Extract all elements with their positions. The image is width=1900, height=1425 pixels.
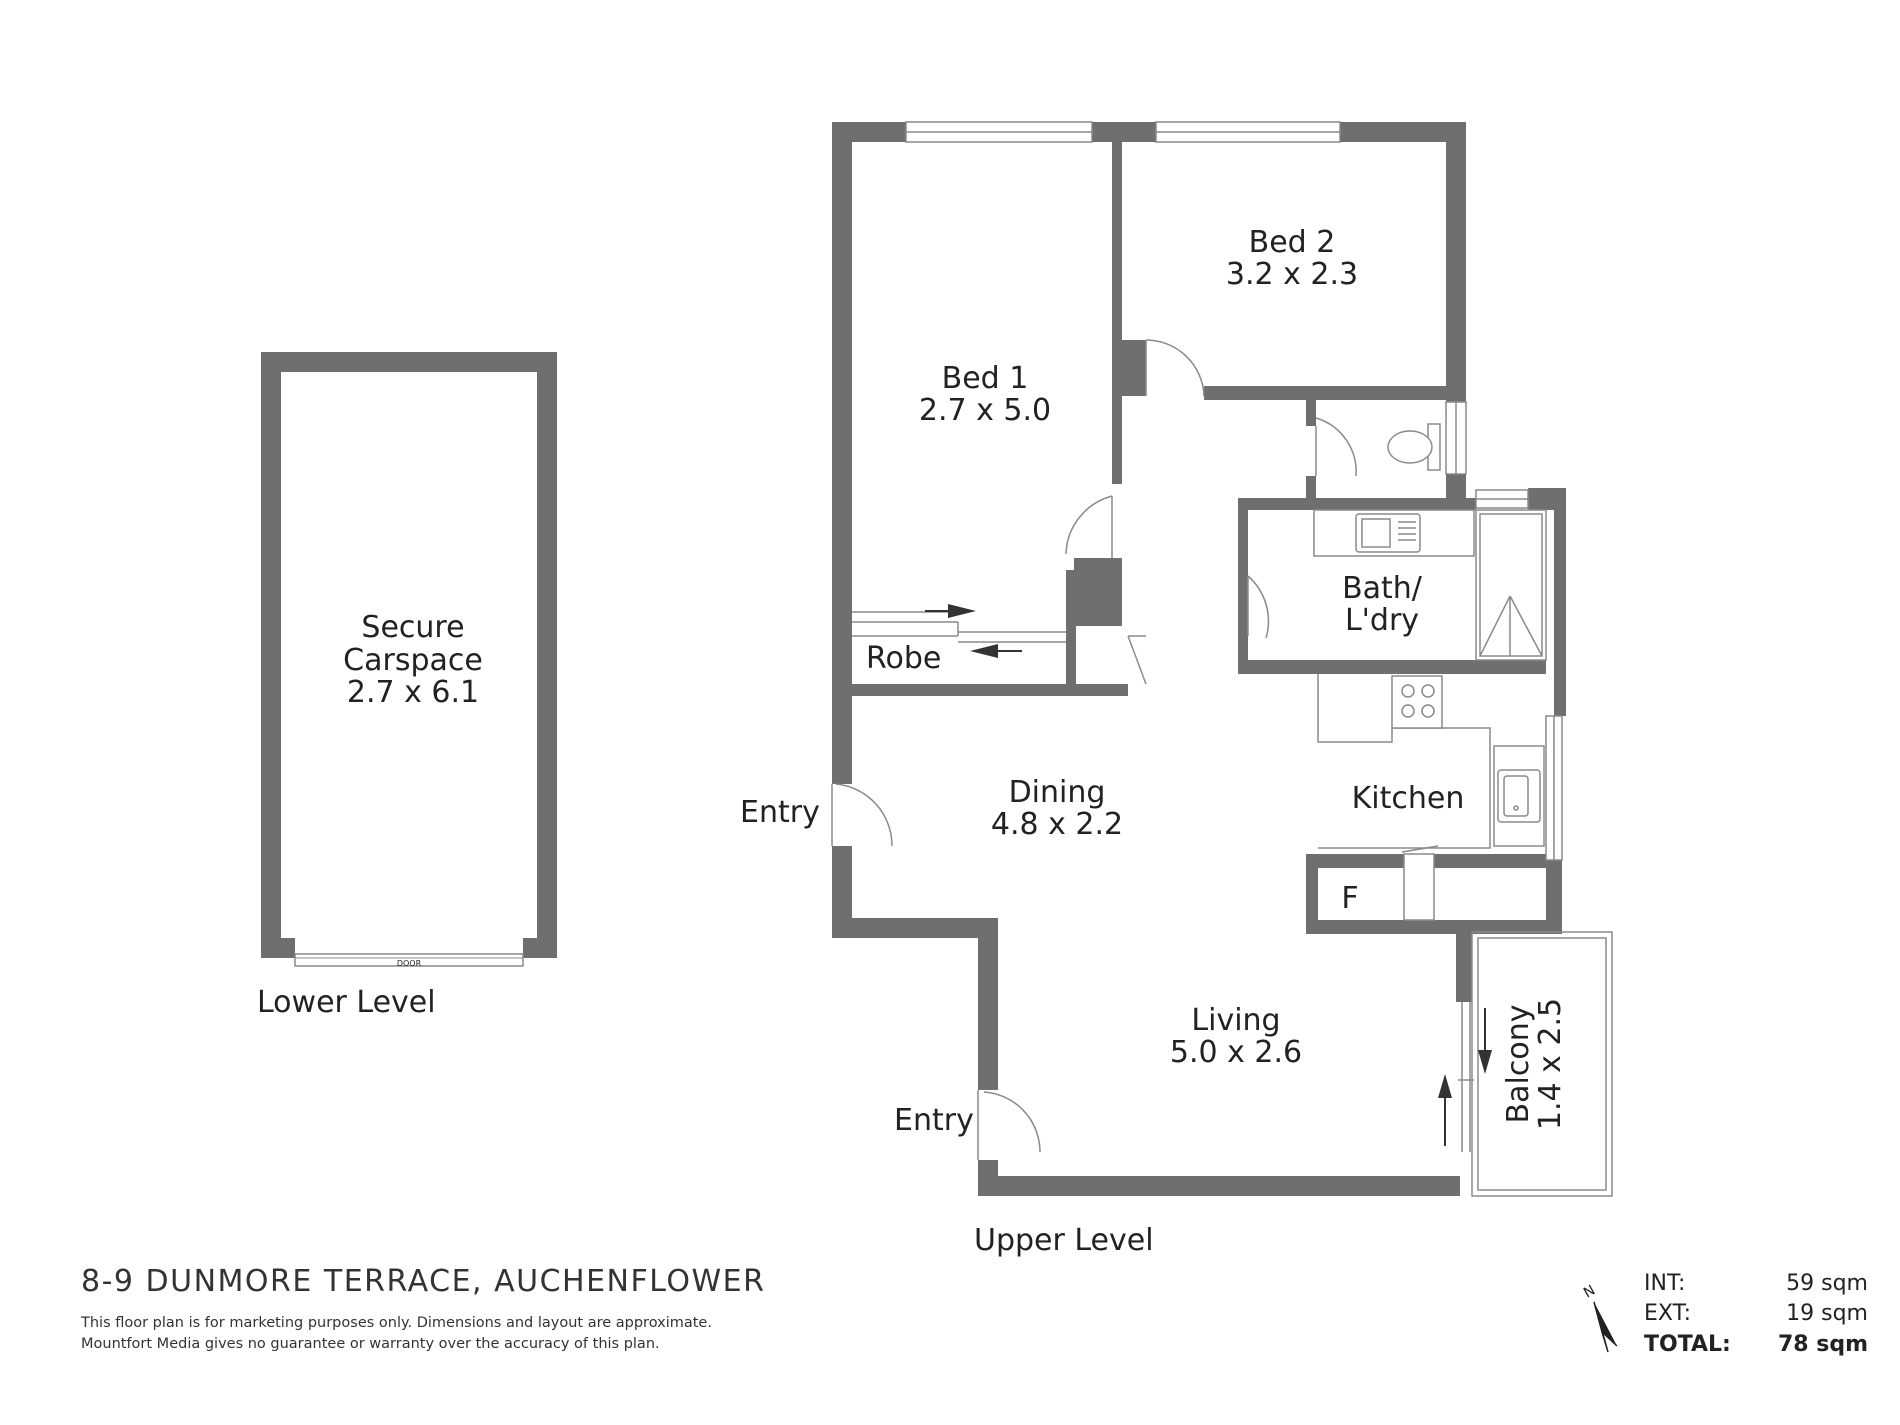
robe-arrow-right-icon (948, 604, 976, 618)
robe-sliders (852, 611, 1066, 643)
carspace-name-1: Secure (361, 610, 464, 645)
bath-name-2: L'dry (1345, 603, 1419, 638)
balcony-outline (1471, 931, 1613, 1197)
entry-upper-label: Entry (740, 795, 820, 830)
robe-name: Robe (866, 641, 941, 676)
carspace-walls (261, 352, 557, 958)
garage-door: DOOR (294, 953, 524, 968)
carspace-name-2: Carspace (343, 643, 483, 678)
living-name: Living (1191, 1003, 1280, 1038)
area-int-value: 59 sqm (1786, 1271, 1868, 1296)
garage-door-label: DOOR (397, 959, 422, 968)
upper-level-label: Upper Level (974, 1223, 1154, 1258)
balcony-arrow-down-icon (1478, 1050, 1492, 1074)
cooktop-icon (1401, 684, 1435, 718)
living-dims: 5.0 x 2.6 (1170, 1035, 1302, 1070)
fridge-name: F (1341, 881, 1358, 916)
kitchen-sink-icon (1503, 775, 1529, 817)
dining-dims: 4.8 x 2.2 (991, 807, 1123, 842)
bed2-dims: 3.2 x 2.3 (1226, 257, 1358, 292)
property-address: 8-9 DUNMORE TERRACE, AUCHENFLOWER (81, 1264, 765, 1299)
robe-arrow-left-icon (970, 644, 998, 658)
upper-level-walls (832, 122, 1566, 1196)
north-arrow-icon: N (1581, 1282, 1618, 1353)
entry-lower-label: Entry (894, 1103, 974, 1138)
area-total-label: TOTAL: (1644, 1332, 1731, 1357)
area-int-label: INT: (1644, 1271, 1685, 1296)
balcony-arrow-up-icon (1438, 1074, 1452, 1098)
windows (905, 121, 1563, 861)
toilet-icon (1387, 423, 1441, 471)
disclaimer-line-2: Mountfort Media gives no guarantee or wa… (81, 1336, 660, 1352)
area-total-value: 78 sqm (1778, 1332, 1868, 1357)
bed2-name: Bed 2 (1249, 225, 1336, 260)
balcony-name: Balcony (1501, 1005, 1536, 1124)
lower-level-label: Lower Level (257, 985, 436, 1020)
laundry-fixtures (1313, 509, 1547, 661)
kitchen-fixtures (1317, 674, 1545, 921)
disclaimer-line-1: This floor plan is for marketing purpose… (80, 1315, 712, 1331)
kitchen-name: Kitchen (1352, 781, 1465, 816)
balcony-sliding-door (1458, 1002, 1474, 1152)
bath-name-1: Bath/ (1342, 571, 1423, 606)
balcony-dims: 1.4 x 2.5 (1533, 998, 1568, 1130)
area-ext-label: EXT: (1644, 1301, 1691, 1326)
dining-name: Dining (1009, 775, 1106, 810)
bed1-dims: 2.7 x 5.0 (919, 393, 1051, 428)
bed1-name: Bed 1 (942, 361, 1029, 396)
north-label: N (1581, 1282, 1598, 1301)
area-ext-value: 19 sqm (1786, 1301, 1868, 1326)
carspace-dims: 2.7 x 6.1 (347, 675, 479, 710)
door-swings (831, 339, 1357, 1160)
